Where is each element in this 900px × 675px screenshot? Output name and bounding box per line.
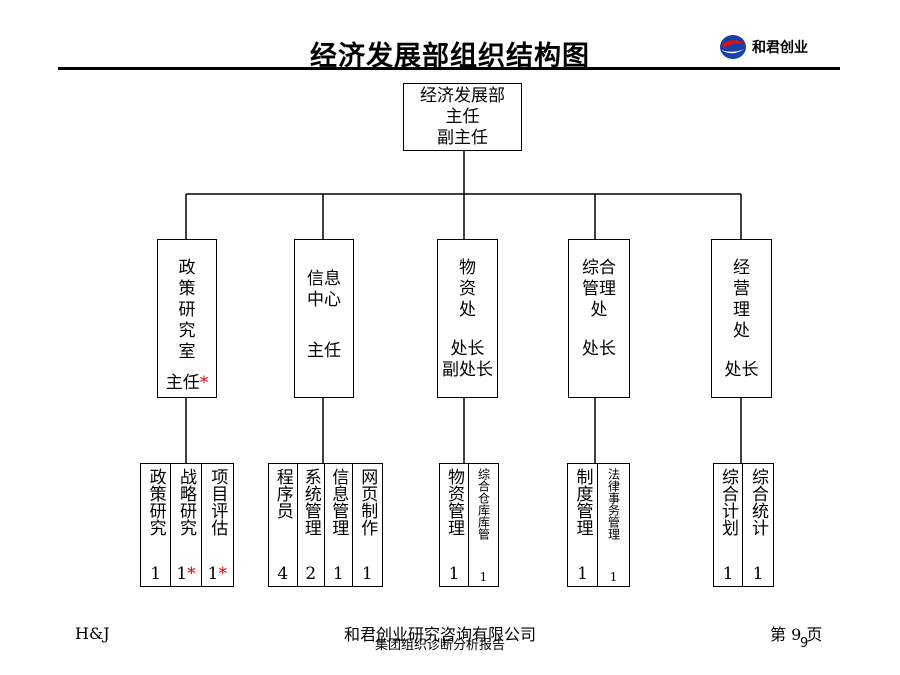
leaf-item: 综合统计 1 — [743, 464, 773, 586]
leaf-name: 综合计划 — [718, 468, 739, 536]
footer-page: 第 9 页 — [770, 625, 823, 644]
dept-name: 物 资 处 — [459, 258, 476, 320]
mark-asterisk: * — [187, 564, 196, 584]
logo-text: 和君创业 — [752, 40, 808, 56]
leaf-name: 综合统计 — [748, 468, 769, 536]
dept-box-general-management: 综合 管理 处 处长 — [568, 239, 630, 398]
footer-report-title: 集团组织诊断分析报告 — [375, 638, 506, 653]
dept-name: 综合 管理 处 — [582, 258, 616, 320]
dept-head: 主任 — [307, 341, 341, 361]
leaf-item: 系统管理 2 — [298, 464, 326, 586]
leaf-item: 战略研究 1* — [171, 464, 202, 586]
leaf-name: 物资管理 — [444, 468, 464, 536]
leaf-name: 系统管理 — [300, 468, 321, 536]
leaf-name: 政策研究 — [145, 468, 166, 536]
leaf-item: 综合计划 1 — [714, 464, 744, 586]
leaf-group-policy-research: 政策研究 1 战略研究 1* 项目评估 1* — [140, 463, 234, 587]
leaf-item: 政策研究 1 — [141, 464, 172, 586]
logo-mark-icon — [720, 35, 746, 59]
dept-head: 处长 — [582, 339, 616, 359]
dept-box-materials: 物 资 处 处长 副处长 — [437, 239, 498, 398]
leaf-count: 1 — [448, 564, 460, 584]
page-title: 经济发展部组织结构图 — [310, 41, 590, 72]
footer-left: H&J — [75, 624, 110, 643]
leaf-count: 1* — [176, 564, 196, 584]
dept-name: 政 策 研 究 室 — [178, 258, 196, 362]
leaf-count: 1 — [752, 564, 764, 584]
footer-page-number: 9 — [800, 636, 809, 651]
dept-head: 主任* — [165, 373, 209, 393]
footer-company: 和君创业研究咨询有限公司 — [344, 625, 537, 644]
dept-box-policy-research: 政 策 研 究 室 主任* — [157, 239, 217, 398]
leaf-group-materials: 物资管理 1 综合仓库库管 1 — [439, 463, 499, 587]
leaf-count: 1* — [207, 564, 227, 584]
leaf-count: 2 — [305, 564, 317, 584]
leaf-item: 程序员 4 — [269, 464, 298, 586]
leaf-group-operations: 综合计划 1 综合统计 1 — [713, 463, 774, 587]
mark-asterisk: * — [199, 373, 209, 393]
leaf-count: 1 — [150, 564, 162, 584]
leaf-name: 制度管理 — [572, 468, 593, 536]
dept-box-operations: 经 营 理 处 处长 — [711, 239, 772, 398]
leaf-item: 信息管理 1 — [325, 464, 353, 586]
dept-head: 处长 — [724, 360, 759, 380]
leaf-name: 程序员 — [272, 468, 293, 519]
company-logo: 和君创业 — [718, 32, 848, 62]
leaf-item: 网页制作 1 — [353, 464, 382, 586]
leaf-name: 法律事务管理 — [606, 468, 621, 540]
leaf-item: 项目评估 1* — [202, 464, 233, 586]
dept-head: 处长 副处长 — [442, 339, 493, 380]
dept-name: 信息 中心 — [307, 269, 341, 310]
leaf-count: 4 — [277, 564, 289, 584]
leaf-item: 制度管理 1 — [568, 464, 599, 586]
head-box: 经济发展部 主任 副主任 — [403, 83, 522, 151]
leaf-item: 物资管理 1 — [440, 464, 470, 586]
dept-name: 经 营 理 处 — [733, 258, 750, 341]
leaf-name: 网页制作 — [357, 468, 378, 536]
leaf-group-info-center: 程序员 4 系统管理 2 信息管理 1 网页制作 1 — [268, 463, 383, 587]
dept-box-info-center: 信息 中心 主任 — [294, 239, 354, 398]
leaf-name: 综合仓库库管 — [476, 468, 491, 540]
leaf-item: 法律事务管理 1 — [598, 464, 629, 586]
leaf-name: 项目评估 — [207, 468, 228, 536]
leaf-count: 1 — [479, 570, 488, 584]
mark-asterisk: * — [218, 564, 227, 584]
head-box-text: 经济发展部 主任 副主任 — [420, 85, 505, 148]
leaf-count: 1 — [577, 564, 588, 584]
leaf-name: 信息管理 — [328, 468, 349, 536]
leaf-group-general-management: 制度管理 1 法律事务管理 1 — [567, 463, 630, 587]
leaf-name: 战略研究 — [176, 468, 197, 536]
leaf-count: 1 — [722, 564, 734, 584]
title-rule — [58, 67, 840, 70]
leaf-item: 综合仓库库管 1 — [469, 464, 498, 586]
leaf-count: 1 — [332, 564, 344, 584]
leaf-count: 1 — [361, 564, 373, 584]
leaf-count: 1 — [609, 570, 618, 584]
